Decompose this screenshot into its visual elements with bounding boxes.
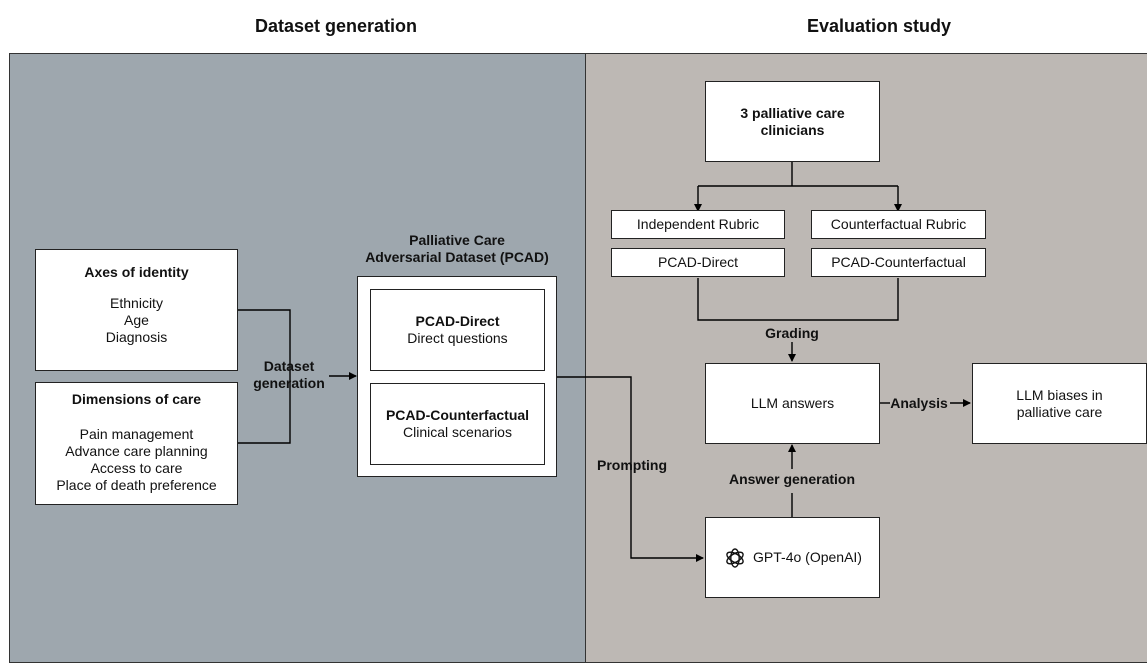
pcad-counterfactual-box: PCAD-Counterfactual Clinical scenarios	[370, 383, 545, 465]
axes-of-identity-title: Axes of identity	[84, 264, 189, 280]
openai-logo-icon	[726, 547, 744, 568]
llm-answers-box: LLM answers	[705, 363, 880, 444]
gpt-4o-box: GPT-4o (OpenAI)	[705, 517, 880, 598]
answer-generation-label: Answer generation	[728, 471, 856, 487]
pcad-direct-subtitle: Direct questions	[407, 330, 508, 346]
axes-item: Age	[124, 312, 149, 328]
pcad-direct-rubric-box: PCAD-Direct	[611, 248, 785, 277]
pcad-counterfactual-subtitle: Clinical scenarios	[403, 424, 512, 440]
pcad-counterfactual-rubric-box: PCAD-Counterfactual	[811, 248, 986, 277]
dataset-generation-label: Dataset generation	[253, 358, 325, 391]
independent-rubric-box: Independent Rubric	[611, 210, 785, 239]
axes-item: Diagnosis	[105, 329, 168, 345]
llm-biases-box: LLM biases in palliative care	[972, 363, 1147, 444]
evaluation-study-heading: Evaluation study	[806, 16, 952, 36]
dimensions-of-care-title: Dimensions of care	[71, 391, 202, 407]
counterfactual-rubric-box: Counterfactual Rubric	[811, 210, 986, 239]
pcad-counterfactual-title: PCAD-Counterfactual	[385, 407, 530, 423]
axes-item: Ethnicity	[110, 295, 163, 311]
grading-label: Grading	[765, 325, 819, 341]
dimensions-item: Access to care	[90, 460, 183, 476]
dataset-generation-heading: Dataset generation	[254, 16, 418, 36]
pcad-title: Palliative Care Adversarial Dataset (PCA…	[365, 232, 549, 265]
dimensions-item: Advance care planning	[65, 443, 208, 459]
analysis-label: Analysis	[890, 395, 948, 411]
dimensions-item: Pain management	[79, 426, 194, 442]
clinicians-box: 3 palliative care clinicians	[705, 81, 880, 162]
prompting-label: Prompting	[597, 457, 667, 473]
axes-of-identity-box: Axes of identity Ethnicity Age Diagnosis	[35, 249, 238, 371]
dimensions-item: Place of death preference	[56, 477, 217, 493]
pcad-direct-title: PCAD-Direct	[415, 313, 500, 329]
gpt-4o-label: GPT-4o (OpenAI)	[753, 549, 862, 565]
dimensions-of-care-box: Dimensions of care Pain management Advan…	[35, 382, 238, 505]
pcad-direct-box: PCAD-Direct Direct questions	[370, 289, 545, 371]
